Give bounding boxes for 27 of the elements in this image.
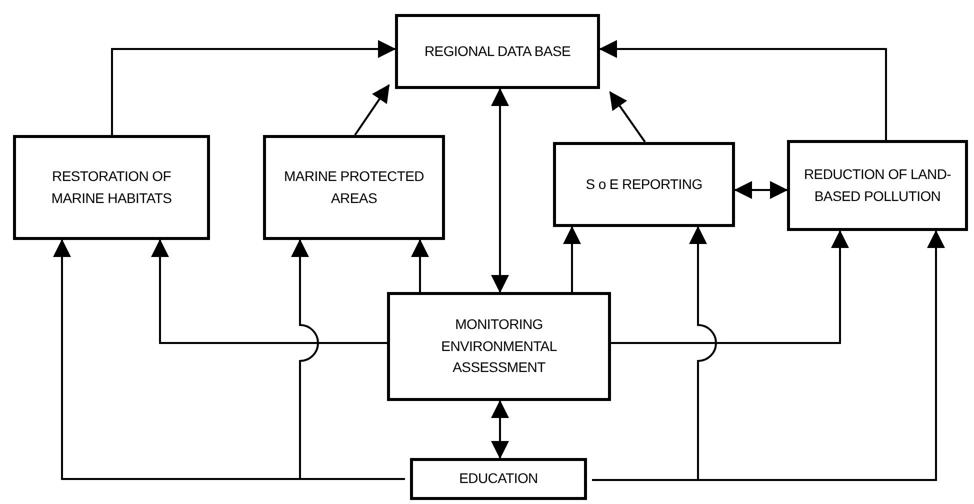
process-box (263, 135, 445, 240)
process-box (553, 142, 735, 227)
arrow (111, 40, 396, 135)
box-label: MARINE PROTECTED AREAS (283, 166, 425, 208)
arrow (291, 239, 405, 480)
process-box (387, 292, 611, 401)
box-label: MONITORING ENVIRONMENTAL ASSESSMENT (440, 314, 558, 378)
process-box (395, 14, 600, 89)
arrow (411, 239, 429, 292)
arrow (151, 239, 387, 344)
arrow (354, 84, 390, 136)
arrow (491, 88, 509, 293)
process-box (787, 140, 968, 231)
arrow (491, 400, 509, 459)
box-label: S o E REPORTING (586, 174, 702, 194)
arrow (592, 230, 945, 481)
process-box (410, 458, 587, 500)
box-label: RESTORATION OF MARINE HABITATS (50, 166, 173, 208)
box-label: REDUCTION OF LAND-BASED POLLUTION (802, 164, 952, 206)
process-box (13, 135, 210, 240)
arrow (734, 181, 788, 199)
box-label: EDUCATION (459, 469, 538, 488)
arrow (563, 226, 581, 292)
arrow (609, 91, 646, 143)
arrow (599, 40, 887, 140)
box-label: REGIONAL DATA BASE (424, 42, 571, 61)
arrow (611, 230, 849, 344)
